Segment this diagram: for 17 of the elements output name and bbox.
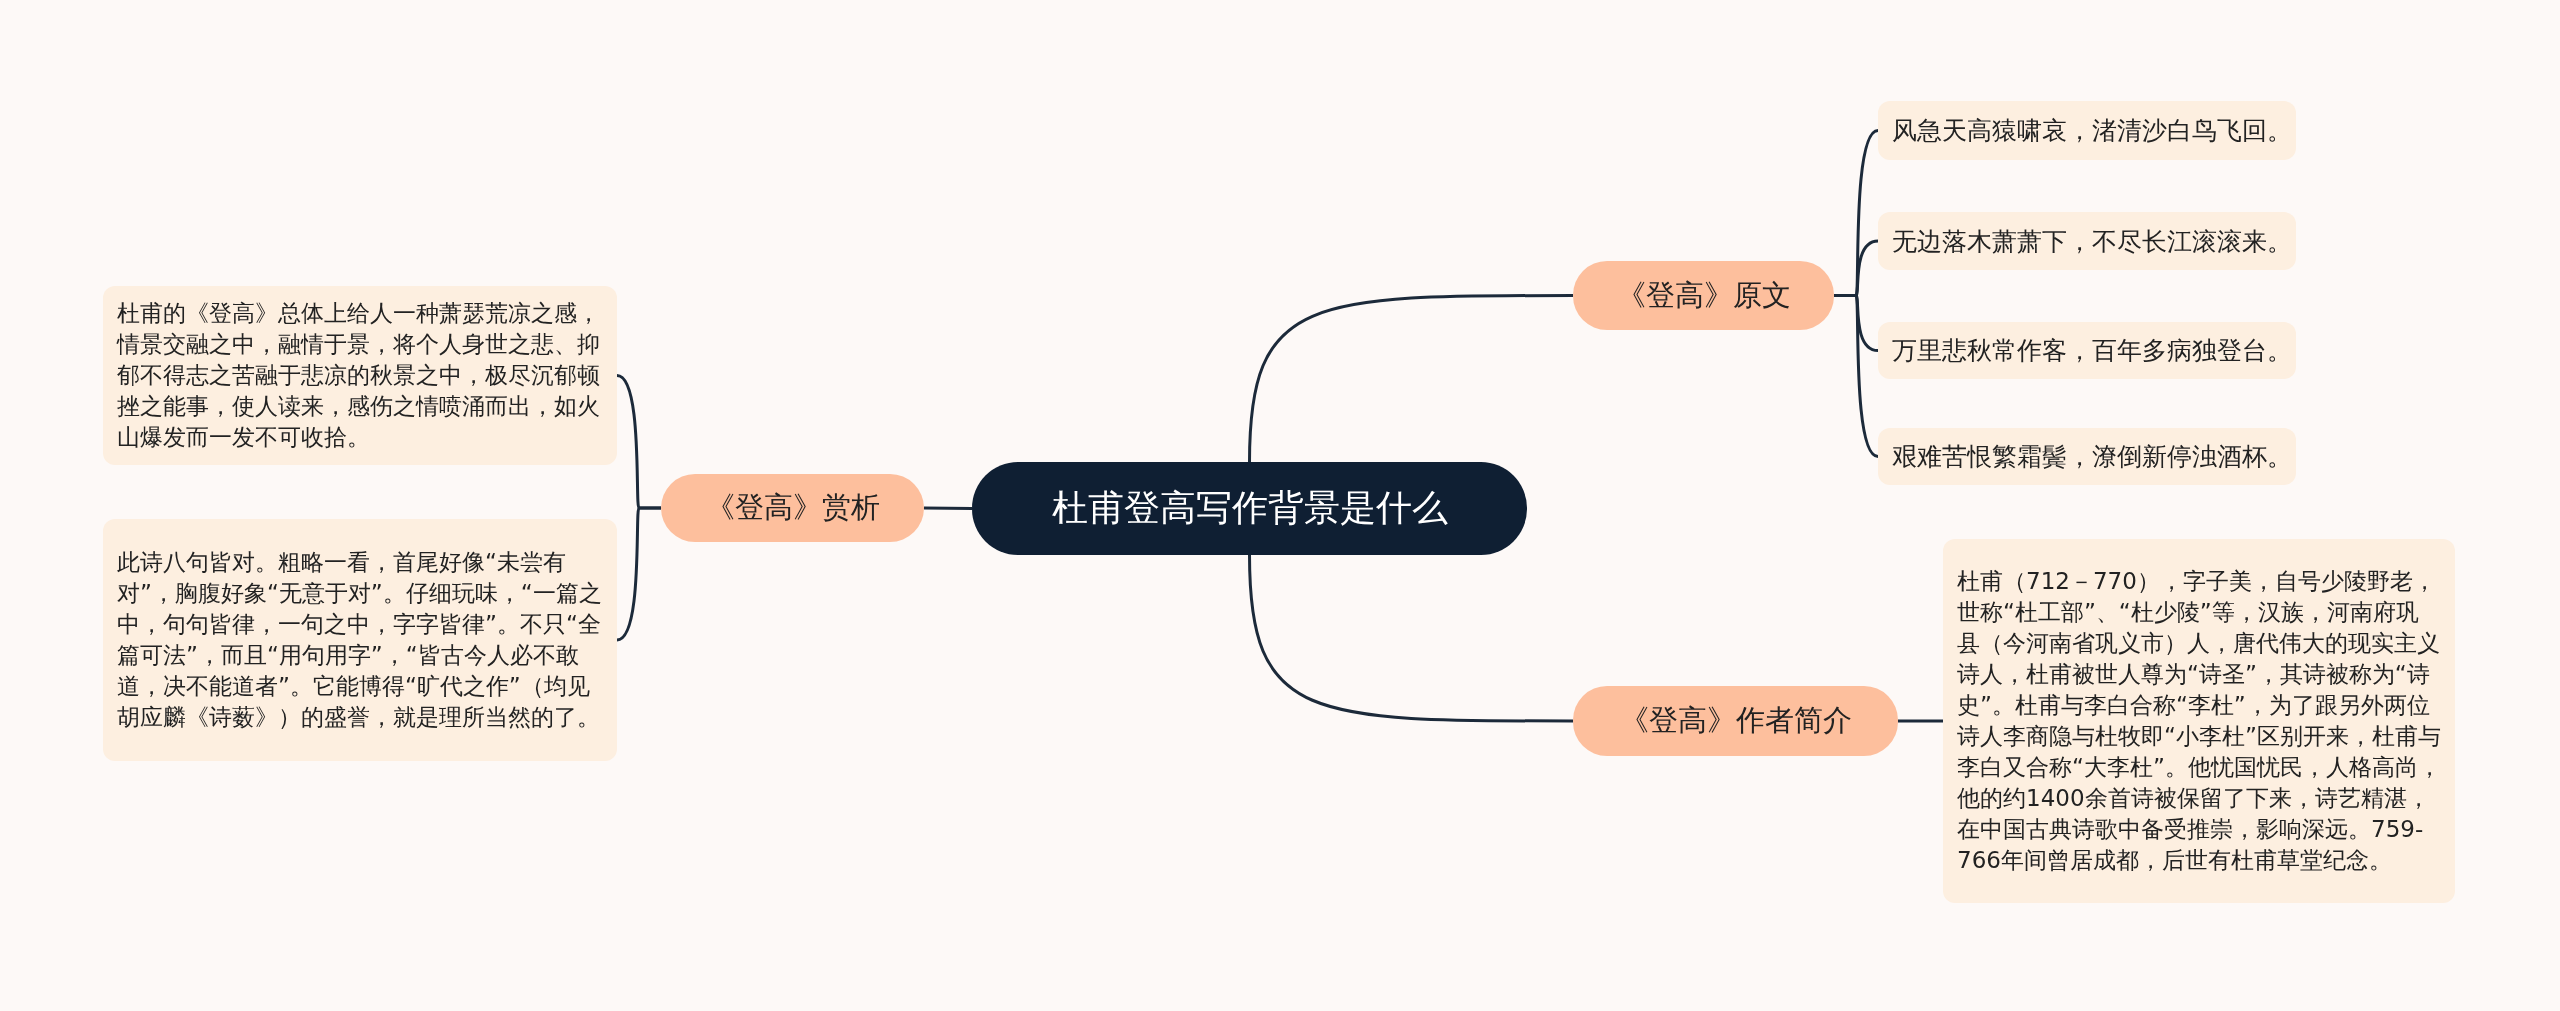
connector: [924, 506, 972, 510]
text-card: 艰难苦恨繁霜鬓，潦倒新停浊酒杯。: [1878, 428, 2296, 485]
text-card: 万里悲秋常作客，百年多病独登台。: [1878, 322, 2296, 379]
text-card: 杜甫（712－770），字子美，自号少陵野老，世称“杜工部”、“杜少陵”等，汉族，河南府巩县（今河南省巩义市）人，唐代伟大的现实主义诗人，杜甫被世人尊为“诗圣”，其诗被称为“诗史”。杜甫与李白合称“李杜”，为了跟另外两位诗人李商隐与杜牧即“小李杜”区别开来，杜甫与李白又合称“大李杜”。他忧国忧民，人格高尚，他的约1400余首诗被保留了下来，诗艺精湛，在中国古典诗歌中备受推崇，影响深远。759-766年间曾居成都，后世有杜甫草堂纪念。: [1943, 539, 2455, 903]
connector: [1248, 294, 1573, 463]
branch-topic: 《登高》赏析: [661, 474, 924, 542]
connector: [1248, 554, 1573, 723]
text-card: 此诗八句皆对。粗略一看，首尾好像“未尝有对”，胸腹好象“无意于对”。仔细玩味，“一篇之中，句句皆律，一句之中，字字皆律”。不只“全篇可法”，而且“用句用字”，“皆古今人必不敢道，决不能道者”。它能博得“旷代之作”（均见胡应麟《诗薮》）的盛誉，就是理所当然的了。: [103, 519, 617, 761]
connector: [616, 506, 661, 642]
text-card: 风急天高猿啸哀，渚清沙白鸟飞回。: [1878, 101, 2296, 160]
branch-topic: 《登高》作者简介: [1573, 686, 1898, 756]
text-card: 杜甫的《登高》总体上给人一种萧瑟荒凉之感，情景交融之中，融情于景，将个人身世之悲、抑郁不得志之苦融于悲凉的秋景之中，极尽沉郁顿挫之能事，使人读来，感伤之情喷涌而出，如火山爆发而一发不可收拾。: [103, 286, 617, 465]
connector: [1898, 719, 1943, 723]
connector: [1834, 294, 1879, 458]
central-topic: 杜甫登高写作背景是什么: [972, 462, 1527, 555]
text-card: 无边落木萧萧下，不尽长江滚滚来。: [1878, 212, 2296, 270]
branch-topic: 《登高》原文: [1573, 261, 1834, 330]
